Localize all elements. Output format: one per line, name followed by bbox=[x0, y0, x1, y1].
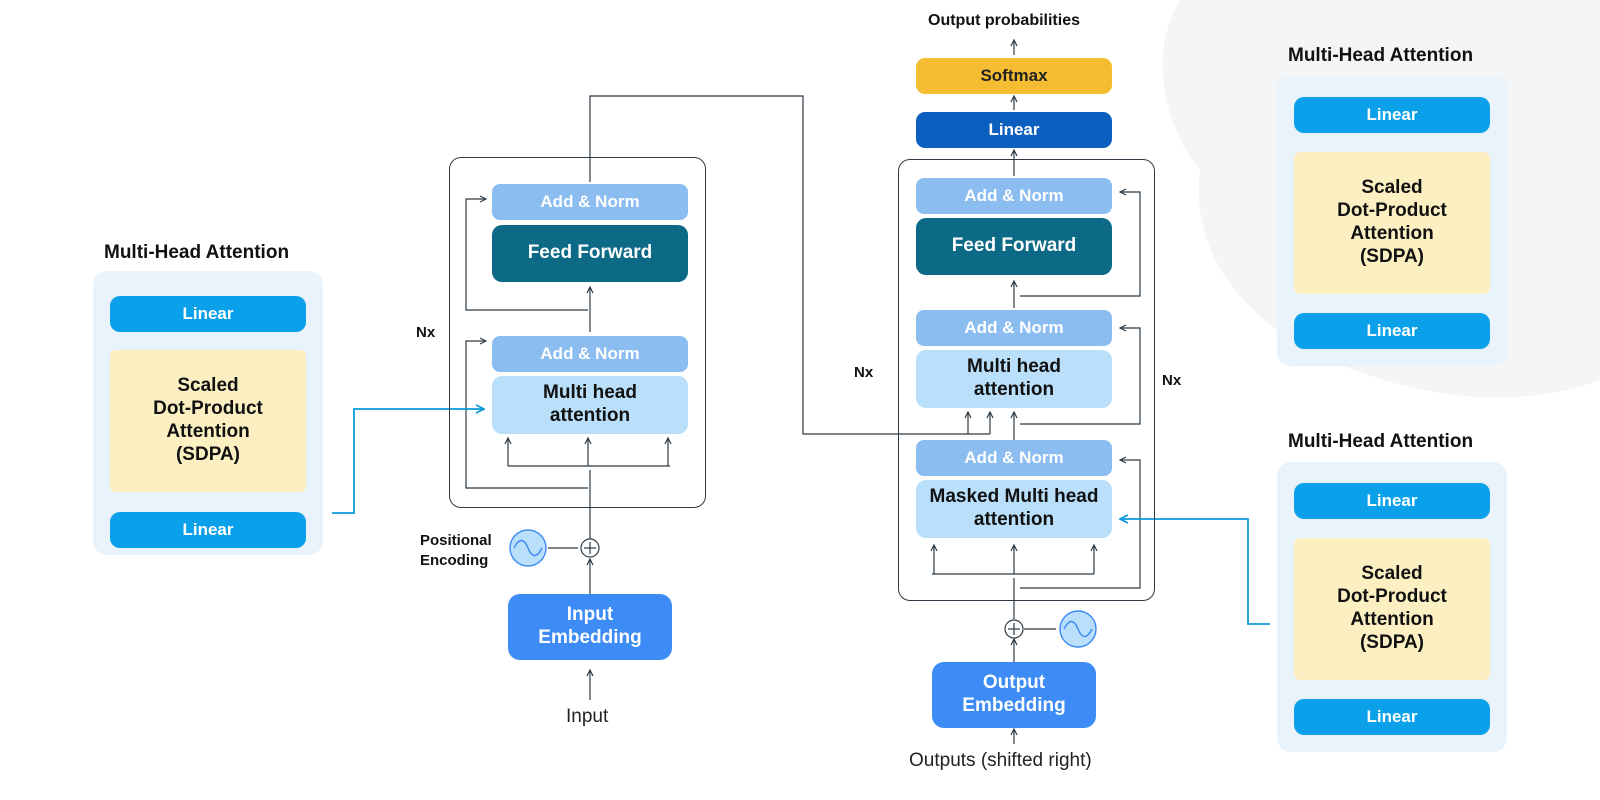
right-bottom-sdpa-line-3: Attention bbox=[1350, 609, 1434, 630]
right-top-sdpa-line-1: Scaled bbox=[1361, 177, 1423, 199]
right-bottom-linear-bottom: Linear bbox=[1294, 699, 1490, 735]
encoder-multi-head-attention: Multi head attention bbox=[492, 376, 688, 434]
encoder-positional-wave-icon bbox=[509, 529, 547, 567]
decoder-add-norm-3: Add & Norm bbox=[916, 440, 1112, 476]
encoder-add-norm-top: Add & Norm bbox=[492, 184, 688, 220]
output-embedding: Output Embedding bbox=[932, 662, 1096, 728]
input-embedding-line-1: Input bbox=[566, 604, 614, 626]
encoder-add-norm-bottom: Add & Norm bbox=[492, 336, 688, 372]
encoder-nx-label: Nx bbox=[416, 324, 436, 341]
left-sdpa-line-4: (SDPA) bbox=[175, 443, 241, 465]
encoder-positional-encoding-label: Positional Encoding bbox=[420, 531, 492, 570]
encoder-feed-forward: Feed Forward bbox=[492, 225, 688, 282]
right-top-sdpa-line-2: Dot-Product bbox=[1337, 200, 1447, 222]
right-bottom-sdpa-line-1: Scaled bbox=[1361, 563, 1423, 585]
decoder-nx-left-label: Nx bbox=[854, 364, 874, 381]
right-top-linear-top: Linear bbox=[1294, 97, 1490, 133]
encoder-mha-line-1: Multi head bbox=[543, 382, 637, 404]
decoder-add-norm-2: Add & Norm bbox=[916, 310, 1112, 346]
left-mha-title: Multi-Head Attention bbox=[104, 242, 290, 263]
right-bottom-linear-top: Linear bbox=[1294, 483, 1490, 519]
input-label: Input bbox=[566, 706, 609, 727]
left-sdpa-line-1: Scaled bbox=[177, 375, 239, 397]
decoder-add-circle bbox=[1004, 619, 1024, 639]
decoder-masked-multi-head-attention: Masked Multi head attention bbox=[916, 480, 1112, 538]
left-sdpa-line-2: Dot-Product bbox=[153, 398, 263, 420]
right-top-sdpa-line-4: (SDPA) bbox=[1359, 245, 1425, 267]
right-bottom-mha-title: Multi-Head Attention bbox=[1288, 431, 1474, 452]
decoder-block bbox=[898, 159, 1155, 601]
decoder-multi-head-attention: Multi head attention bbox=[916, 350, 1112, 408]
right-top-sdpa-block: Scaled Dot-Product Attention (SDPA) bbox=[1294, 152, 1490, 294]
right-top-mha-title: Multi-Head Attention bbox=[1288, 45, 1474, 66]
output-linear-block: Linear bbox=[916, 112, 1112, 148]
decoder-add-norm-1: Add & Norm bbox=[916, 178, 1112, 214]
input-embedding-line-2: Embedding bbox=[538, 627, 642, 648]
input-embedding: Input Embedding bbox=[508, 594, 672, 660]
encoder-pe-line-1: Positional bbox=[420, 532, 492, 549]
decoder-masked-mha-line-2: attention bbox=[973, 509, 1055, 530]
left-sdpa-block: Scaled Dot-Product Attention (SDPA) bbox=[110, 350, 306, 492]
right-top-sdpa-line-3: Attention bbox=[1350, 223, 1434, 244]
decoder-positional-wave-icon bbox=[1059, 610, 1097, 648]
encoder-pe-line-2: Encoding bbox=[420, 551, 489, 569]
output-embedding-line-2: Embedding bbox=[962, 695, 1066, 716]
right-bottom-sdpa-line-2: Dot-Product bbox=[1337, 586, 1447, 608]
encoder-mha-line-2: attention bbox=[549, 405, 631, 426]
decoder-mha-line-2: attention bbox=[973, 379, 1055, 400]
output-probabilities-label: Output probabilities bbox=[928, 12, 1080, 29]
right-top-linear-bottom: Linear bbox=[1294, 313, 1490, 349]
decoder-mha-line-1: Multi head bbox=[967, 356, 1061, 378]
decoder-feed-forward: Feed Forward bbox=[916, 218, 1112, 275]
left-linear-bottom: Linear bbox=[110, 512, 306, 548]
left-sdpa-line-3: Attention bbox=[166, 421, 250, 442]
right-bottom-sdpa-block: Scaled Dot-Product Attention (SDPA) bbox=[1294, 538, 1490, 680]
decoder-masked-mha-line-1: Masked Multi head bbox=[929, 486, 1099, 508]
right-bottom-sdpa-line-4: (SDPA) bbox=[1359, 631, 1425, 653]
decoder-nx-right-label: Nx bbox=[1162, 372, 1182, 389]
encoder-block bbox=[449, 157, 706, 508]
encoder-add-circle bbox=[580, 538, 600, 558]
softmax-block: Softmax bbox=[916, 58, 1112, 94]
left-linear-top: Linear bbox=[110, 296, 306, 332]
outputs-shifted-right-label: Outputs (shifted right) bbox=[909, 750, 1092, 771]
output-embedding-line-1: Output bbox=[982, 672, 1046, 694]
